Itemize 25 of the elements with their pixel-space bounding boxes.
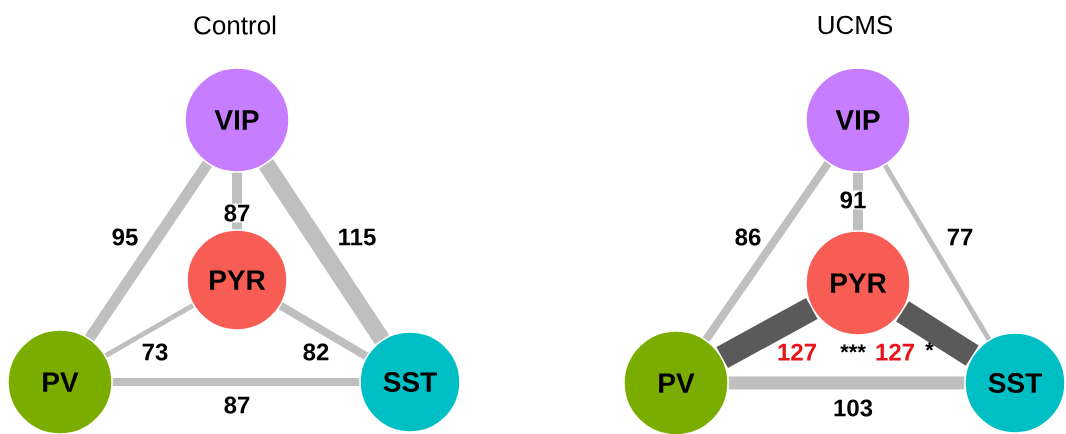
edge-label: 91 [838, 190, 868, 210]
edge-label: 87 [222, 203, 252, 223]
edge-label: 115 [336, 227, 378, 247]
edge-label: 87 [222, 395, 252, 415]
connection-line [896, 301, 979, 366]
significance-mark: * [925, 342, 934, 351]
edge-label: 77 [945, 227, 975, 247]
edge-label: 103 [832, 398, 875, 418]
connection-line [258, 159, 390, 345]
connection-line [702, 161, 832, 342]
edge-label: 127 [874, 342, 917, 362]
connection-line [278, 302, 369, 360]
connection-line [104, 303, 195, 358]
connection-line [84, 160, 213, 342]
edge-label: 86 [733, 227, 763, 247]
edge-label: 127 [776, 342, 819, 362]
edge-label: 95 [110, 227, 140, 247]
connection-line [232, 172, 242, 230]
connection-line [853, 172, 863, 231]
connection-line [882, 164, 992, 341]
panel-title: UCMS [818, 15, 893, 35]
edge-label: 82 [301, 342, 331, 362]
connection-line [728, 376, 965, 390]
edge-label: 73 [140, 342, 170, 362]
panel-title: Control [194, 15, 276, 35]
